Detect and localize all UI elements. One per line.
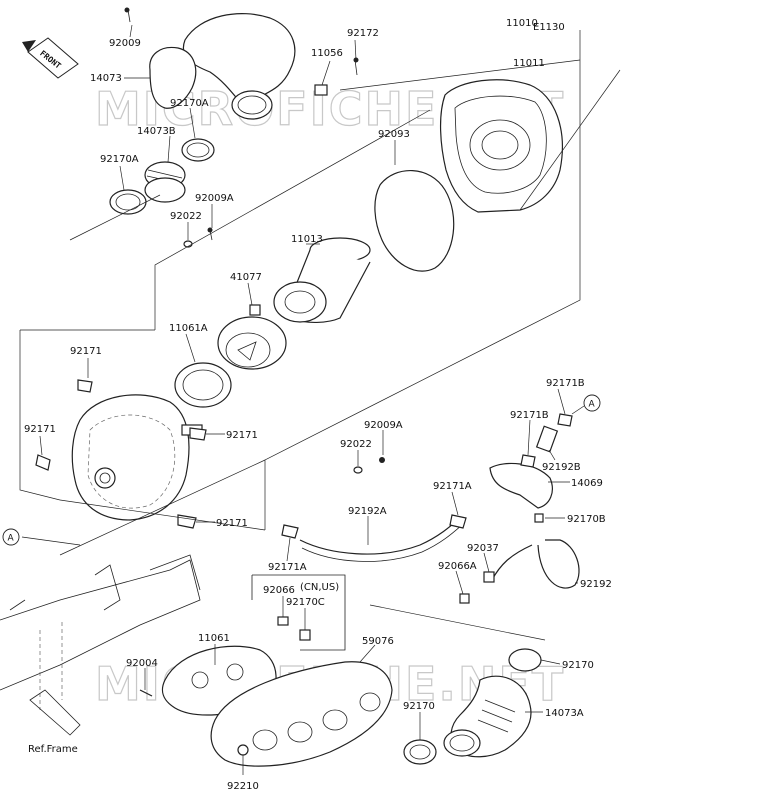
- label-92170a-top: 92170A: [170, 98, 209, 109]
- seal-ring-11061a: [174, 362, 232, 408]
- label-92192b: 92192B: [542, 462, 581, 473]
- boot-14073b: [144, 161, 186, 203]
- duct-14069: [489, 462, 553, 509]
- clamp-92170a-upper: [181, 138, 215, 162]
- fitting-92037-icon: [483, 571, 495, 583]
- clip-92171-a-icon: [77, 379, 93, 393]
- filter-holder-41077: [217, 304, 287, 370]
- label-92066: 92066: [263, 585, 295, 596]
- clip-92171-b-icon: [35, 454, 51, 471]
- clamp-92170-right: [508, 648, 542, 672]
- label-92171-b: 92171: [24, 424, 56, 435]
- clamp-92170b-icon: [534, 513, 544, 523]
- label-41077: 41077: [230, 272, 262, 283]
- clip-92171-c-icon: [189, 427, 207, 441]
- label-92192: 92192: [580, 579, 612, 590]
- label-cn-us: (CN,US): [300, 582, 339, 593]
- label-92170-low: 92170: [403, 701, 435, 712]
- clamp-92170a-lower: [109, 189, 147, 215]
- callout-a-left: A: [2, 528, 20, 546]
- clip-92171b-b-icon: [520, 454, 536, 468]
- clamp-92170-low: [403, 739, 437, 765]
- label-92171a-mid: 92171A: [433, 481, 472, 492]
- label-92093: 92093: [378, 129, 410, 140]
- label-14073a: 14073A: [545, 708, 584, 719]
- label-11013: 11013: [291, 234, 323, 245]
- bolt-92172-icon: [353, 57, 359, 76]
- bolt-92009a-mid-icon: [379, 457, 385, 463]
- label-92170b: 92170B: [567, 514, 606, 525]
- clip-92171-d-icon: [177, 514, 197, 529]
- label-11061a: 11061A: [169, 323, 208, 334]
- hose-92192: [491, 539, 580, 589]
- cap-92066a-icon: [459, 593, 470, 604]
- label-92009a-mid: 92009A: [364, 420, 403, 431]
- leader-lines: [39, 24, 578, 775]
- callout-a-top: A: [583, 394, 601, 412]
- nut-92210-icon: [237, 744, 249, 756]
- label-92037: 92037: [467, 543, 499, 554]
- label-ref-frame: Ref.Frame: [28, 744, 78, 755]
- label-92171b-a: 92171B: [546, 378, 585, 389]
- label-92022-mid: 92022: [340, 439, 372, 450]
- label-11010: 11010: [506, 18, 538, 29]
- label-92171-c: 92171: [226, 430, 258, 441]
- label-92171-a: 92171: [70, 346, 102, 357]
- label-92210: 92210: [227, 781, 259, 792]
- label-11061: 11061: [198, 633, 230, 644]
- frame-reference: [0, 554, 201, 736]
- label-92192a: 92192A: [348, 506, 387, 517]
- label-92172: 92172: [347, 28, 379, 39]
- label-92004: 92004: [126, 658, 158, 669]
- label-92170-right: 92170: [562, 660, 594, 671]
- tube-92192b: [535, 425, 559, 453]
- clamp-92170c-icon: [299, 629, 311, 641]
- intake-manifold-59076: [210, 661, 393, 767]
- label-92171-d: 92171: [216, 518, 248, 529]
- bolt-92009a-top-icon: [207, 227, 213, 241]
- stud-92004-icon: [139, 689, 153, 697]
- clip-92171b-a-icon: [557, 413, 573, 427]
- callout-a-left-label: A: [8, 534, 15, 544]
- label-14069: 14069: [571, 478, 603, 489]
- bolt-92009-top-icon: [124, 7, 131, 23]
- label-92066a: 92066A: [438, 561, 477, 572]
- label-92171b-b: 92171B: [510, 410, 549, 421]
- label-92170a-left: 92170A: [100, 154, 139, 165]
- label-92170c: 92170C: [286, 597, 325, 608]
- clip-92171a-mid-icon: [449, 514, 467, 529]
- label-92022-top: 92022: [170, 211, 202, 222]
- cap-92066-icon: [277, 616, 289, 626]
- label-59076: 59076: [362, 636, 394, 647]
- label-92009: 92009: [109, 38, 141, 49]
- label-14073b: 14073B: [137, 126, 176, 137]
- callout-a-top-label: A: [589, 400, 596, 410]
- cn-us-subassembly-box: [251, 574, 346, 651]
- front-arrow-icon: FRONT: [22, 37, 79, 79]
- seal-92093: [374, 170, 455, 272]
- label-92171a-low: 92171A: [268, 562, 307, 573]
- bracket-11056: [314, 84, 328, 96]
- label-14073: 14073: [90, 73, 122, 84]
- duct-14073a: [443, 675, 532, 758]
- hose-92192a: [299, 517, 463, 562]
- intake-duct-14073: [149, 13, 296, 120]
- label-92009a-top: 92009A: [195, 193, 234, 204]
- air-box-case: [71, 394, 203, 521]
- clip-92171a-low-icon: [281, 524, 299, 539]
- label-11056: 11056: [311, 48, 343, 59]
- assembly-lines: [19, 30, 621, 641]
- diagram-code: E1130: [533, 22, 565, 33]
- label-11011: 11011: [513, 58, 545, 69]
- washer-92022-mid-icon: [353, 466, 363, 474]
- air-box-cover-11011: [439, 79, 563, 213]
- air-filter-11013: [273, 237, 371, 324]
